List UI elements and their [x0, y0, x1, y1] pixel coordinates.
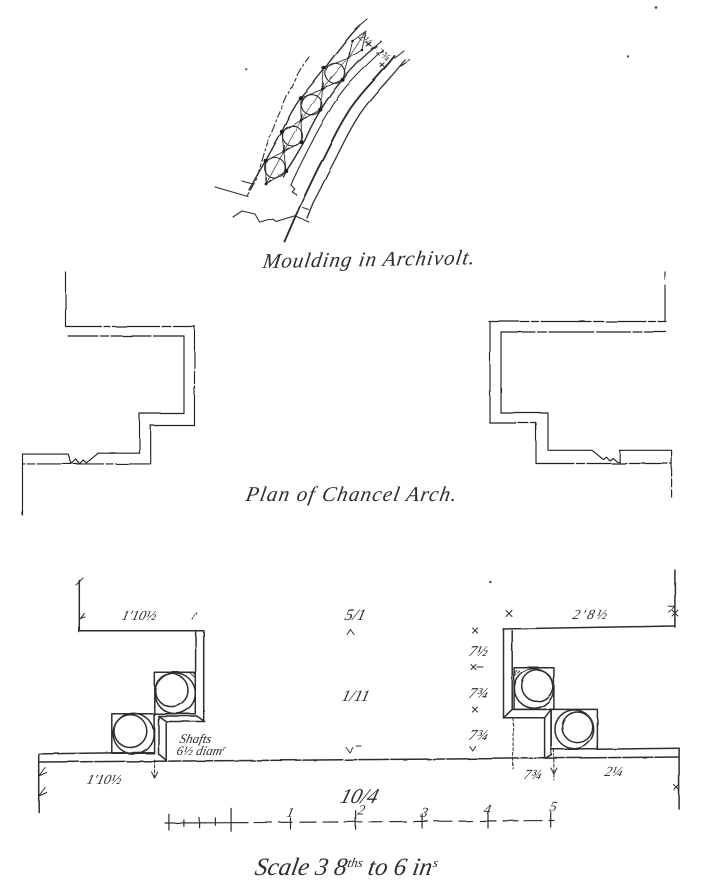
svg-text:2¼: 2¼ — [603, 764, 625, 780]
svg-text:1: 1 — [285, 805, 295, 821]
svg-text:7¾: 7¾ — [467, 727, 490, 744]
svg-text:2'8½: 2'8½ — [571, 607, 611, 623]
svg-text:4: 4 — [482, 802, 492, 818]
svg-text:Moulding in Archivolt.: Moulding in Archivolt. — [260, 245, 477, 273]
svg-text:10/4: 10/4 — [338, 784, 382, 808]
svg-text:5/1: 5/1 — [343, 606, 368, 624]
svg-text:6½ diamr: 6½ diamr — [175, 743, 228, 758]
svg-text:7½: 7½ — [467, 643, 490, 660]
svg-text:5: 5 — [548, 799, 558, 815]
svg-text:Scale 3 8ths to 6 ins: Scale 3 8ths to 6 ins — [253, 854, 440, 881]
svg-text:1/11: 1/11 — [340, 687, 372, 705]
svg-text:2: 2 — [356, 803, 366, 819]
svg-text:7¾: 7¾ — [467, 685, 490, 702]
svg-text:Shafts: Shafts — [178, 731, 213, 746]
svg-text:1'10½: 1'10½ — [120, 608, 159, 624]
svg-text:3: 3 — [418, 805, 429, 821]
svg-text:7¾: 7¾ — [522, 767, 544, 783]
svg-text:2¼: 2¼ — [356, 31, 374, 49]
svg-text:1'10½: 1'10½ — [85, 772, 124, 788]
svg-text:Plan of Chancel Arch.: Plan of Chancel Arch. — [243, 482, 460, 506]
